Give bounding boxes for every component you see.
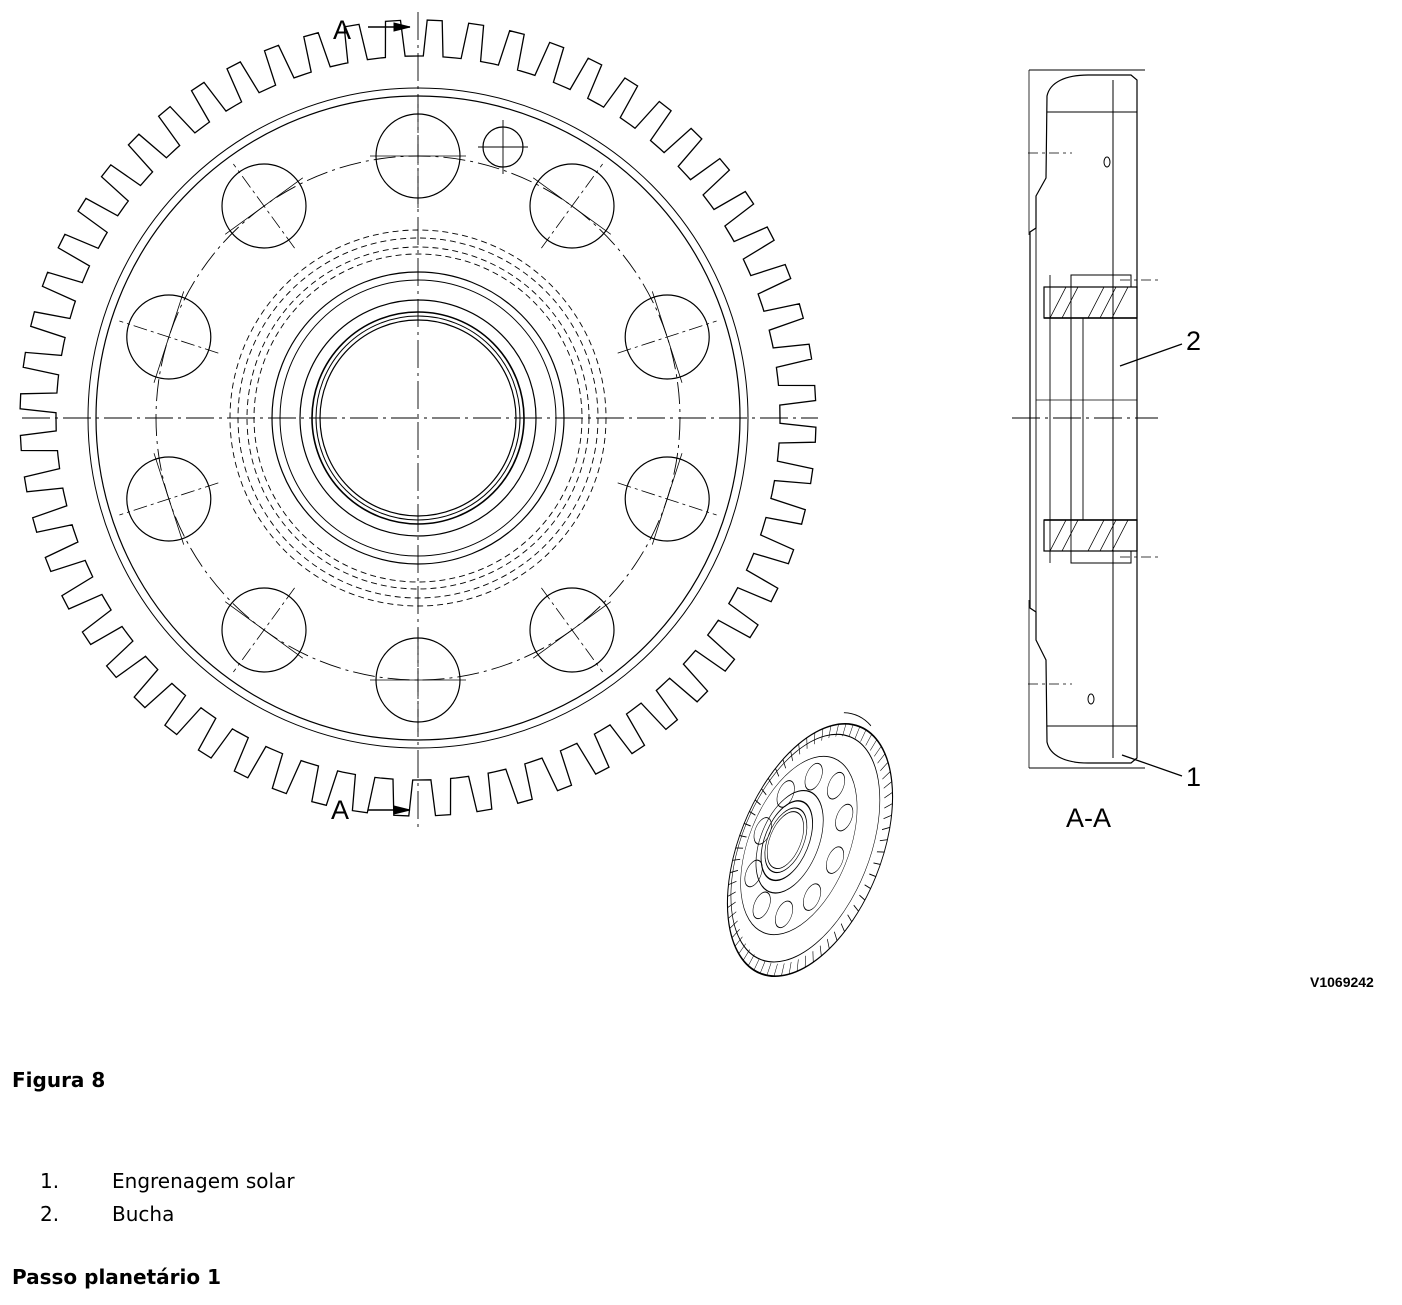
section-arrows: [368, 22, 411, 815]
bolt-hole: [126, 456, 212, 542]
bolt-hole: [835, 803, 854, 832]
bolt-hole: [529, 587, 615, 673]
gear-front-view: [19, 12, 818, 828]
hole-centerline: [651, 291, 683, 383]
bolt-hole: [744, 859, 763, 888]
section-marker-top: A: [333, 15, 352, 45]
gear-section-view: [1012, 69, 1183, 777]
hole-centerline: [532, 601, 612, 659]
bolt-hole: [529, 163, 615, 249]
legend-item: 1. Engrenagem solar: [40, 1164, 295, 1197]
hole-centerline: [532, 177, 612, 235]
drawing-code: V1069242: [1310, 974, 1374, 990]
bolt-hole: [624, 456, 710, 542]
gear-teeth: [19, 19, 817, 817]
bolt-hole: [804, 762, 823, 791]
figure-legend: 1. Engrenagem solar 2. Bucha: [40, 1164, 295, 1230]
section-marker-bottom: A: [331, 795, 350, 825]
hole-centerline: [224, 601, 304, 659]
callout-1: 1: [1186, 762, 1202, 792]
gear-isometric-view: [726, 712, 894, 978]
hole-centerline: [651, 453, 683, 545]
hole-centerline: [153, 453, 185, 545]
bolt-hole: [221, 163, 307, 249]
legend-number: 2.: [40, 1201, 60, 1226]
technical-drawing: [19, 12, 1183, 978]
section-view-label: A-A: [1066, 803, 1112, 833]
bolt-hole: [826, 846, 845, 874]
bolt-hole: [775, 900, 794, 929]
bolt-hole: [752, 891, 771, 920]
bolt-hole: [753, 817, 772, 845]
legend-text: Engrenagem solar: [112, 1168, 295, 1193]
legend-item: 2. Bucha: [40, 1197, 295, 1230]
bolt-hole: [776, 780, 795, 808]
hole-centerline: [153, 291, 185, 383]
bolt-holes: [119, 104, 717, 732]
callout-2: 2: [1186, 326, 1202, 356]
section-heading: Passo planetário 1: [12, 1265, 221, 1289]
bolt-hole: [827, 771, 846, 800]
legend-text: Bucha: [112, 1201, 175, 1226]
bolt-hole: [803, 883, 822, 911]
legend-number: 1.: [40, 1168, 60, 1193]
hole-centerline: [224, 177, 304, 235]
bolt-hole: [624, 294, 710, 380]
bolt-hole: [126, 294, 212, 380]
figure-caption: Figura 8: [12, 1068, 106, 1092]
bolt-hole: [221, 587, 307, 673]
